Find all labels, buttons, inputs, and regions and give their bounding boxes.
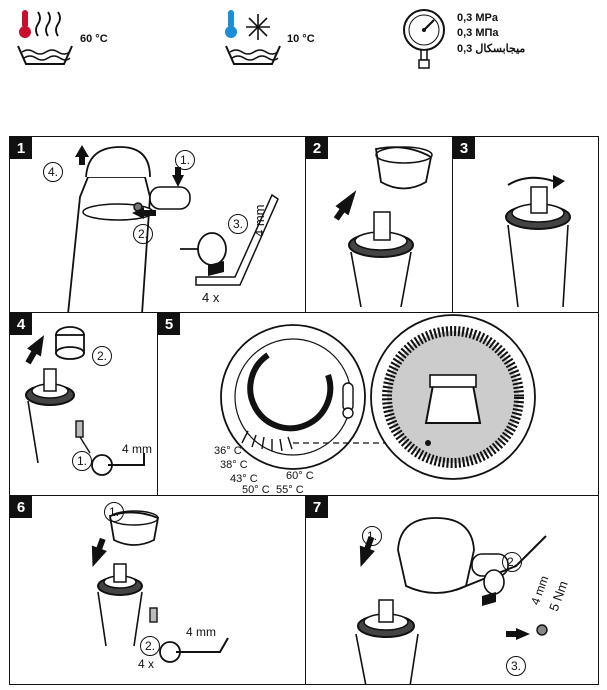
step-2-illustration <box>333 146 433 308</box>
pressure-line-1: 0,3 MPa <box>457 12 498 24</box>
step-1-count: 4 x <box>202 290 220 305</box>
cold-temp-label: 10 °C <box>287 33 315 45</box>
step-1-number: 1 <box>10 137 32 159</box>
step-7-circle-1: 1. <box>362 526 382 546</box>
step-1-key-size: 4 mm <box>252 204 267 238</box>
temp-50: 50° C <box>242 484 270 496</box>
step-1-illustration <box>67 145 279 312</box>
step-7-circle-2: 2. <box>502 552 522 572</box>
step-7-number: 7 <box>306 496 328 518</box>
step-4-illustration <box>25 326 145 476</box>
cold-water-symbol <box>220 6 284 68</box>
step-1-circle-4: 4. <box>43 162 63 182</box>
temp-36: 36° C <box>214 445 242 457</box>
step-4-number: 4 <box>10 313 32 335</box>
step-6-key-size: 4 mm <box>186 625 216 639</box>
step-1-circle-2: 2. <box>133 224 153 244</box>
step-6-count: 4 x <box>138 657 155 671</box>
cold-water-icon <box>225 10 281 65</box>
temp-60: 60° C <box>286 470 314 482</box>
step-5-illustration <box>220 314 536 480</box>
step-6-illustration <box>91 510 229 663</box>
step-2-number: 2 <box>306 137 328 159</box>
temp-38: 38° C <box>220 459 248 471</box>
pressure-line-2: 0,3 MПa <box>457 27 499 39</box>
step-2-panel: 2 <box>305 136 453 313</box>
hot-water-icon <box>17 10 73 65</box>
step-1-panel: 1 1. 2. 3. 4. 4 mm 4 x <box>9 136 306 313</box>
step-6-circle-1: 1. <box>104 502 124 522</box>
step-1-circle-1: 1. <box>175 150 195 170</box>
hot-temp-label: 60 °C <box>80 33 108 45</box>
step-3-number: 3 <box>453 137 475 159</box>
pressure-gauge <box>400 6 452 72</box>
step-7-circle-3: 3. <box>506 656 526 676</box>
step-5-number: 5 <box>158 313 180 335</box>
step-5-panel: 5 36° C 38° C 43° C 50° C 55° C 60° C <box>157 312 599 496</box>
pressure-gauge-icon <box>403 9 445 69</box>
temp-43: 43° C <box>230 473 258 485</box>
step-4-circle-2: 2. <box>92 346 112 366</box>
step-4-panel: 4 2. 1. 4 mm <box>9 312 158 496</box>
step-4-circle-1: 1. <box>72 451 92 471</box>
step-3-panel: 3 <box>452 136 599 313</box>
step-6-circle-2: 2. <box>140 636 160 656</box>
step-3-illustration <box>505 175 571 308</box>
step-7-illustration <box>355 517 548 684</box>
step-1-circle-3: 3. <box>228 214 248 234</box>
step-6-panel: 6 1. 2. 4 mm 4 x <box>9 495 306 685</box>
temp-55: 55° C <box>276 484 304 496</box>
step-7-panel: 7 1. 2. 3. 4 mm 5 Nm <box>305 495 599 685</box>
hot-water-symbol <box>14 6 76 68</box>
pressure-line-3: ميجابسكال 0,3 <box>457 43 526 55</box>
step-6-number: 6 <box>10 496 32 518</box>
step-4-key-size: 4 mm <box>122 442 152 456</box>
